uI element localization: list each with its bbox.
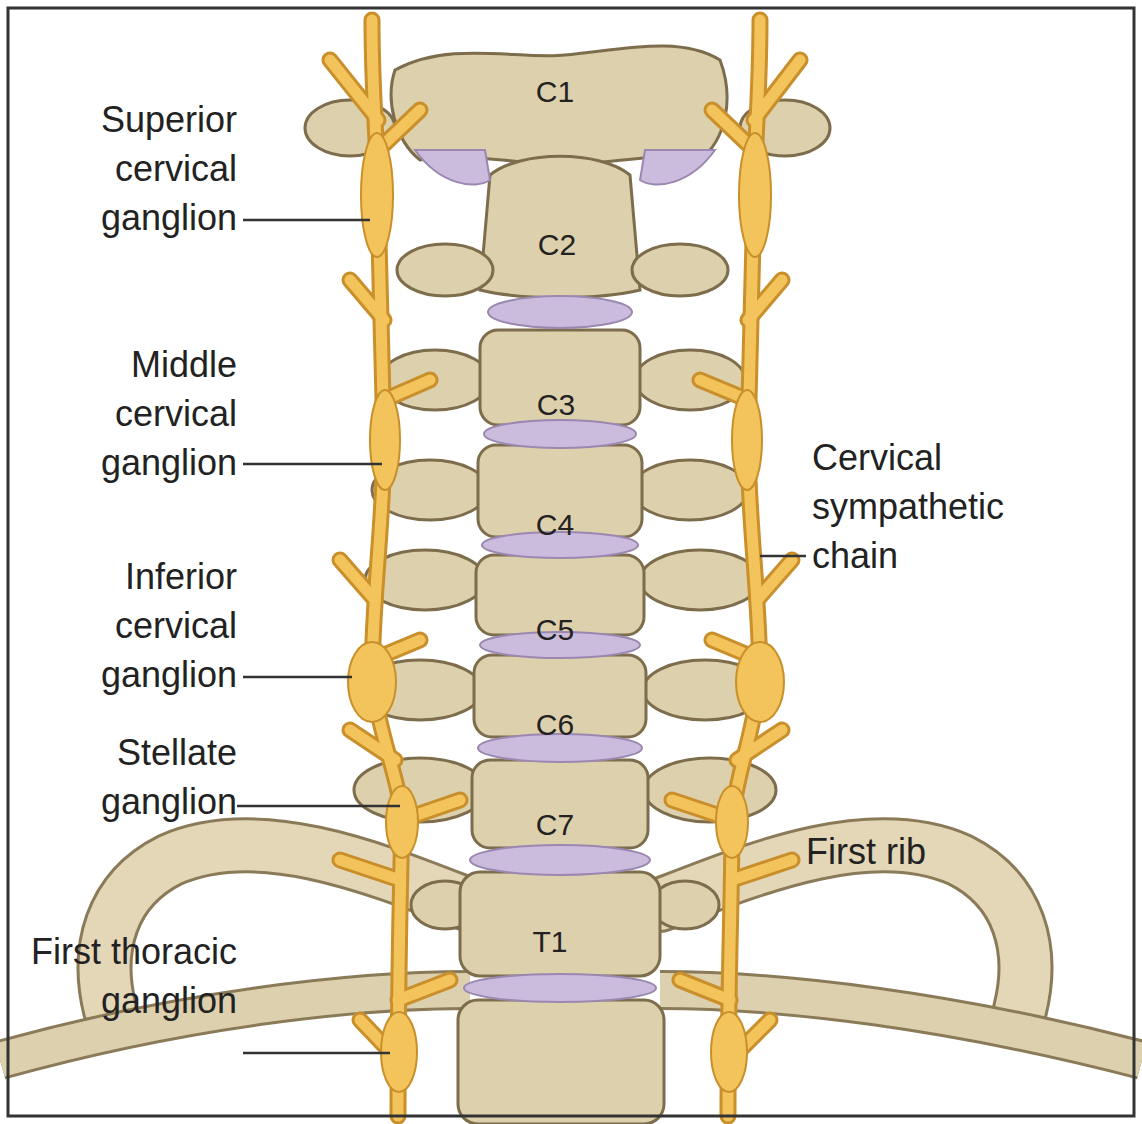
vertebra-label: C1 — [515, 75, 595, 109]
vertebra-label: C7 — [515, 808, 595, 842]
vertebra-label: C6 — [515, 708, 595, 742]
ganglion-label: Middle cervical ganglion — [17, 340, 237, 487]
frame — [8, 8, 1134, 1116]
vertebra-label: T1 — [510, 925, 590, 959]
vertebra-label: C4 — [515, 508, 595, 542]
intervertebral-disc — [415, 150, 715, 1002]
ganglion-label: Inferior cervical ganglion — [17, 552, 237, 699]
ganglion-label: Stellate ganglion — [17, 728, 237, 826]
chain-label: Cervical sympathetic chain — [812, 433, 1072, 580]
vertebra-label: C3 — [516, 388, 596, 422]
ganglion-label: Superior cervical ganglion — [17, 95, 237, 242]
ganglion — [348, 133, 784, 1092]
vertebra-label: C5 — [515, 613, 595, 647]
ganglion-label: First thoracic ganglion — [17, 927, 237, 1025]
vertebra-label: C2 — [517, 228, 597, 262]
sympathetic-chain — [330, 20, 800, 1116]
rib-label: First rib — [806, 827, 1026, 876]
leader-line — [237, 220, 806, 1053]
